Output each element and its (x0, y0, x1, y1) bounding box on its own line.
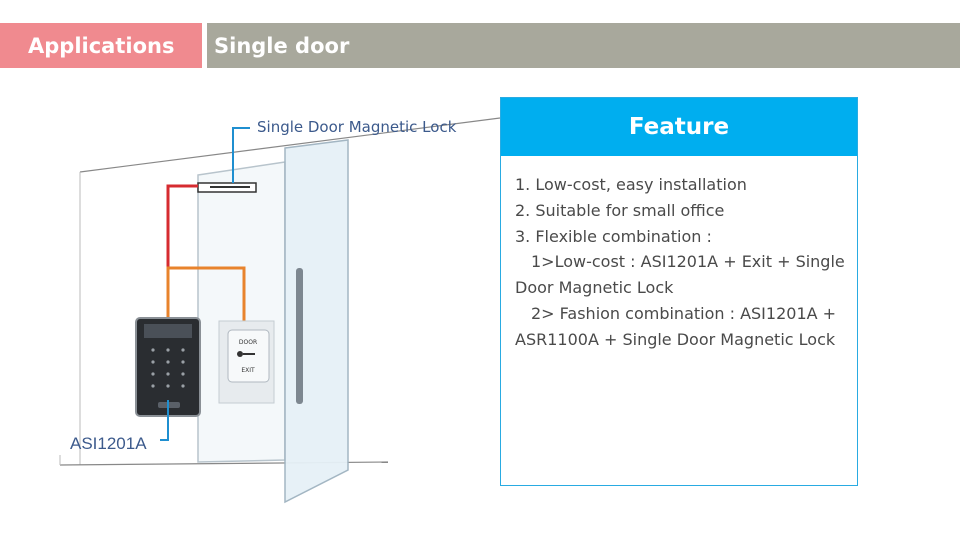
section-label-text: Applications (28, 33, 175, 58)
feature-item: 3. Flexible combination : (515, 226, 712, 246)
section-label-applications: Applications (0, 23, 202, 68)
device-label: ASI1201A (70, 434, 147, 453)
door-handle (296, 268, 303, 404)
lock-label: Single Door Magnetic Lock (257, 118, 457, 136)
lock-leader-line (232, 127, 250, 183)
feature-sub-item: 1>Low-cost : ASI1201A + Exit + Single Do… (515, 252, 845, 298)
key-icon (237, 351, 243, 357)
page-title: Single door (214, 33, 350, 58)
exit-button-text-door: DOOR (239, 339, 257, 346)
door-frame (197, 161, 286, 463)
feature-panel: Feature 1. Low-cost, easy installation 2… (500, 97, 858, 486)
feature-item: 1. Low-cost, easy installation (515, 175, 747, 194)
header-bar: Single door (207, 23, 960, 68)
ceiling-line (79, 117, 501, 173)
orange-wire (166, 266, 246, 322)
feature-heading: Feature (501, 98, 857, 156)
red-wire (166, 184, 198, 318)
feature-item: 2. Suitable for small office (515, 200, 725, 220)
device-leader-line (160, 400, 169, 441)
keypad-buttons (151, 348, 185, 388)
exit-button-text-exit: EXIT (241, 367, 255, 374)
keypad-display (144, 324, 192, 338)
feature-list: 1. Low-cost, easy installation 2. Suitab… (501, 156, 857, 353)
exit-button (227, 329, 270, 383)
feature-sub-item: 2> Fashion combination : ASI1201A + ASR1… (515, 303, 837, 349)
glass-door-panel (284, 139, 349, 504)
